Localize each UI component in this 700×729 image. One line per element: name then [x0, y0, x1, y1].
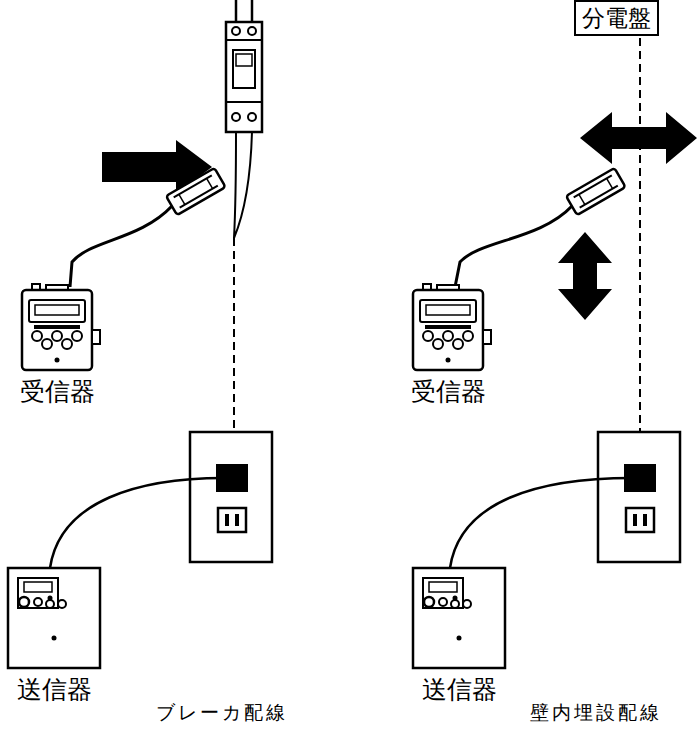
- panel-caption: ブレーカ配線: [156, 702, 288, 723]
- device-label: 送信器: [422, 676, 497, 704]
- device-label: 受信器: [411, 378, 486, 406]
- panel-caption: 壁内埋設配線: [530, 702, 662, 723]
- node-text: 分電盤: [582, 5, 651, 31]
- panel-box: 分電盤: [574, 0, 659, 36]
- device-label: 受信器: [20, 378, 95, 406]
- device-label: 送信器: [17, 676, 92, 704]
